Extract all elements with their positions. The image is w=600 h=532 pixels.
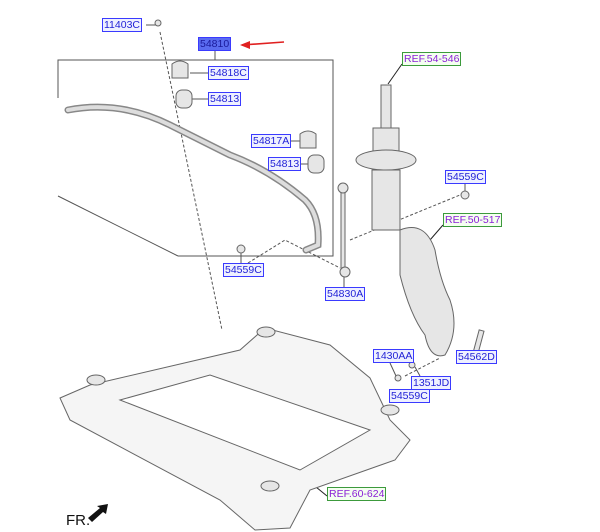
bracket-54818c	[171, 60, 189, 79]
front-direction-arrow	[88, 504, 108, 522]
ref-link-60-624[interactable]: REF.60-624	[327, 487, 387, 501]
part-label-54559c-bottom[interactable]: 54559C	[389, 389, 430, 403]
bushing-54813-2	[307, 154, 325, 174]
part-label-1351jd[interactable]: 1351JD	[411, 376, 452, 390]
part-label-54810-selected[interactable]: 54810	[198, 37, 232, 51]
stabilizer-link	[340, 189, 346, 271]
strut-rod	[380, 84, 392, 131]
part-label-54818c[interactable]: 54818C	[208, 66, 249, 80]
bracket-54817a	[299, 130, 317, 149]
part-label-54813-2[interactable]: 54813	[268, 157, 302, 171]
part-label-54813[interactable]: 54813	[208, 92, 242, 106]
assembly-group-box	[57, 59, 334, 257]
front-direction-label: FR.	[66, 512, 91, 529]
part-label-54830a[interactable]: 54830A	[325, 287, 366, 301]
bushing-54813	[175, 89, 193, 109]
ref-link-50-517[interactable]: REF.50-517	[443, 213, 503, 227]
stabilizer-bar	[64, 103, 322, 254]
steering-knuckle	[399, 227, 455, 357]
part-label-1430aa[interactable]: 1430AA	[373, 349, 415, 363]
part-label-11403c[interactable]: 11403C	[102, 18, 143, 32]
part-label-54562d[interactable]: 54562D	[456, 350, 497, 364]
part-label-54559c-right[interactable]: 54559C	[445, 170, 486, 184]
part-label-54559c-left[interactable]: 54559C	[223, 263, 264, 277]
ref-link-54-546[interactable]: REF.54-546	[402, 52, 462, 66]
part-label-54817a[interactable]: 54817A	[251, 134, 292, 148]
